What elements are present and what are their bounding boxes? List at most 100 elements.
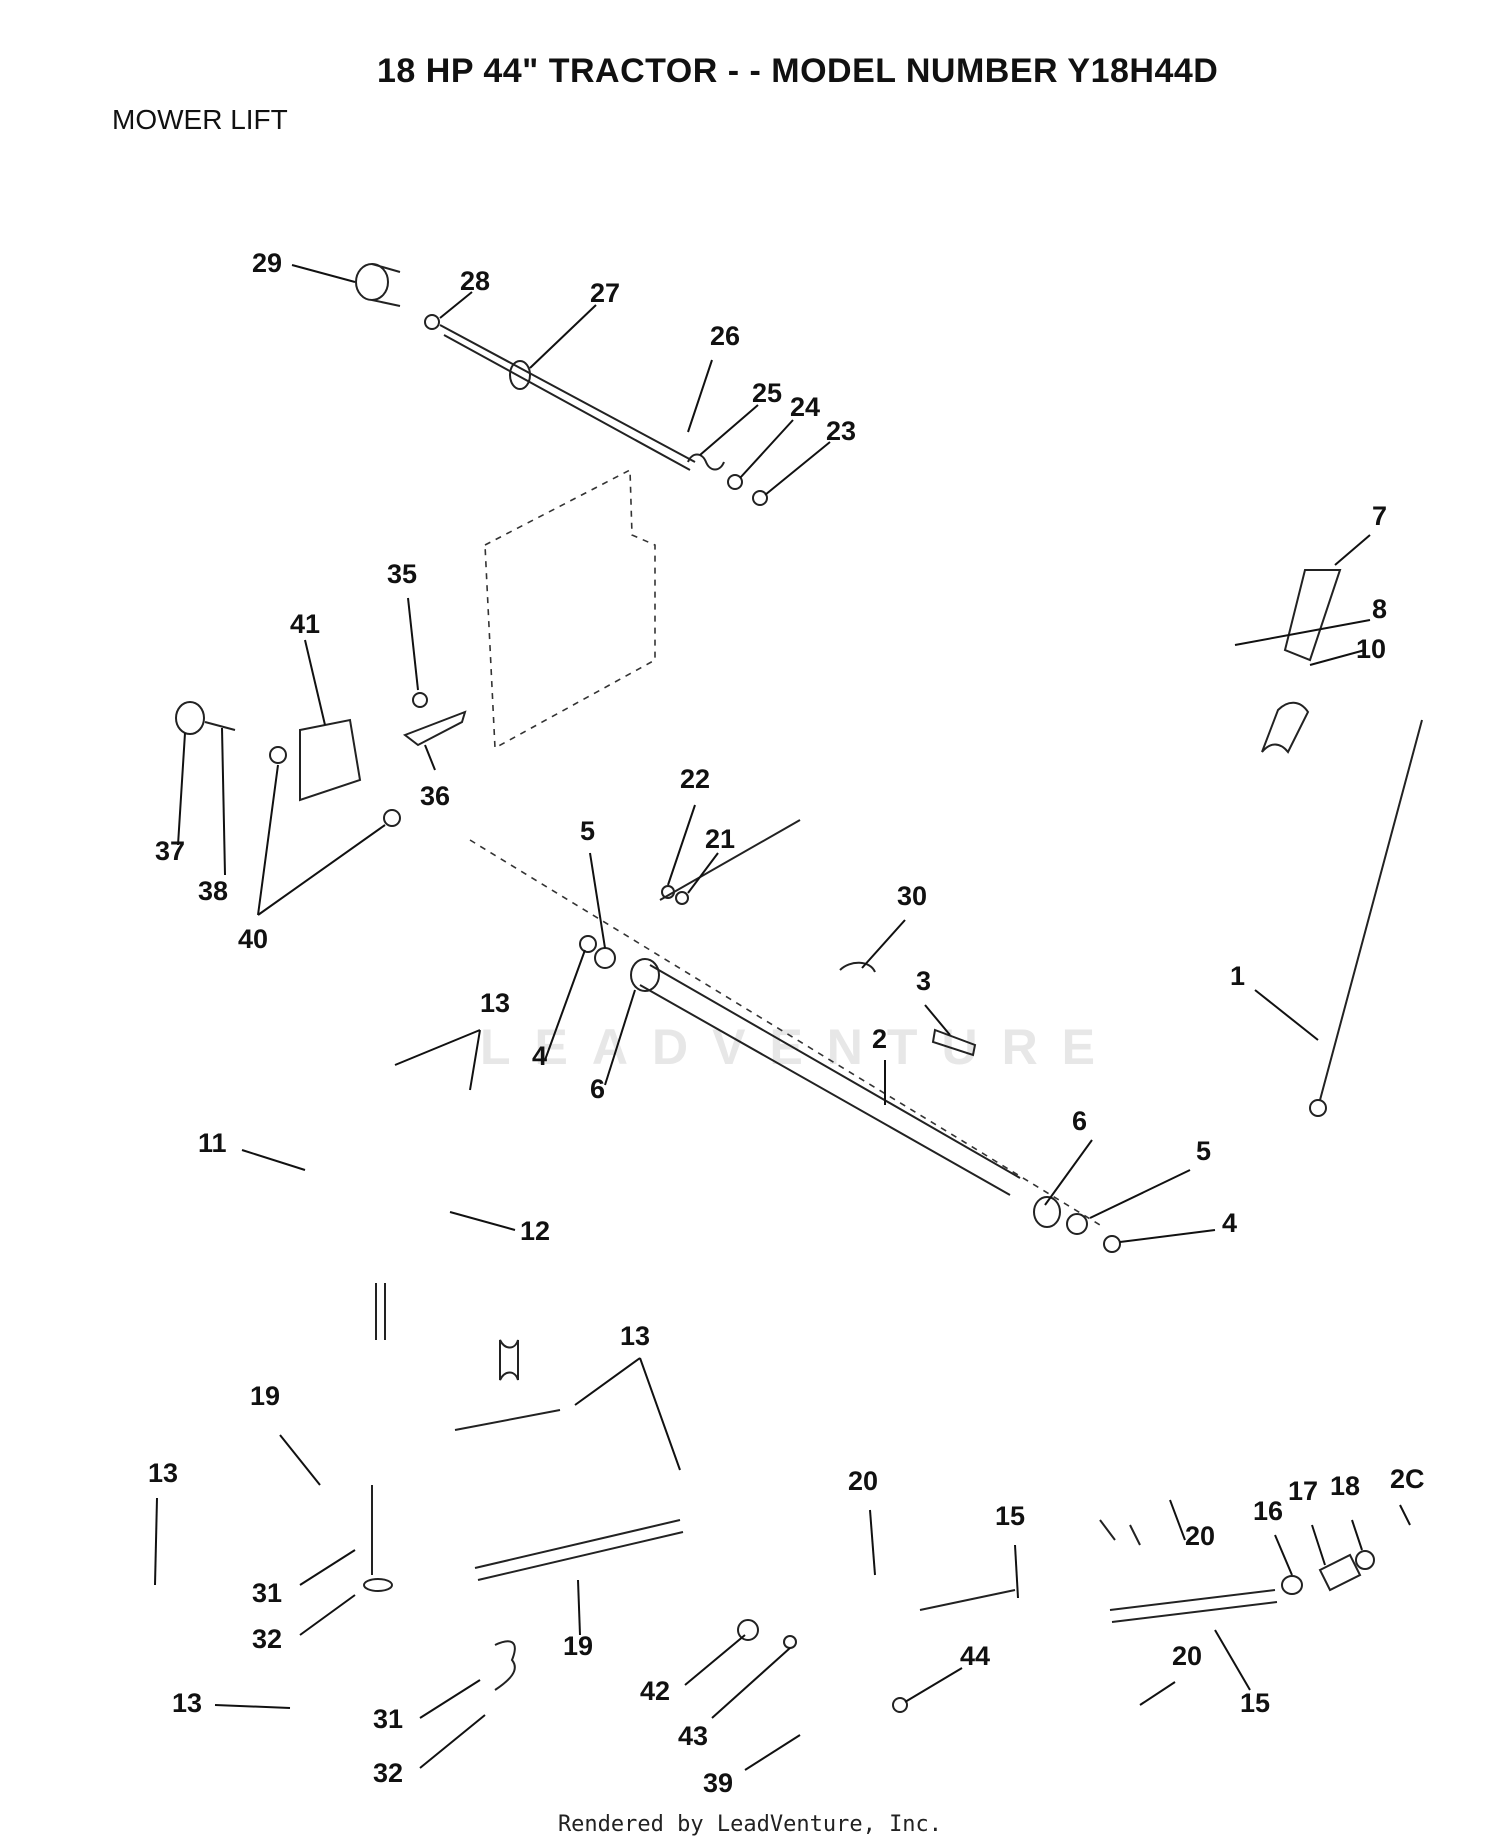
callout-20-d: 20	[1172, 1641, 1202, 1671]
callout-30: 30	[897, 881, 927, 911]
leader-31a	[299, 1549, 356, 1586]
leader-4a	[544, 949, 586, 1061]
leader-10	[1309, 649, 1366, 666]
callout-4-left: 4	[532, 1041, 547, 1071]
callout-42: 42	[640, 1676, 670, 1706]
callout-26: 26	[710, 321, 740, 351]
callout-20-a: 20	[848, 1466, 878, 1496]
callout-25: 25	[752, 378, 782, 408]
callout-13-bottom: 13	[172, 1688, 202, 1718]
leader-19b	[577, 1579, 581, 1636]
leader-36	[424, 744, 436, 771]
callout-31-upper: 31	[252, 1578, 282, 1608]
leader-13b	[574, 1357, 681, 1471]
spring-10	[1261, 701, 1310, 754]
clip-4-left	[579, 935, 597, 953]
leader-6a	[604, 989, 636, 1086]
screw-35	[412, 692, 428, 708]
lift-shaft-2	[639, 964, 1021, 1196]
frame-panel-outline	[484, 468, 656, 750]
callout-15-lower: 15	[1240, 1688, 1270, 1718]
leader-42	[684, 1634, 746, 1686]
callout-38: 38	[198, 876, 228, 906]
leader-16	[1274, 1534, 1293, 1576]
parts-artwork	[175, 263, 1423, 1713]
spring-31-lower	[494, 1640, 516, 1691]
callout-22: 22	[680, 764, 710, 794]
callout-10: 10	[1356, 634, 1386, 664]
leader-22	[667, 804, 696, 886]
nut-42	[737, 1619, 759, 1641]
leader-32b	[419, 1714, 486, 1769]
callout-6-left: 6	[590, 1074, 605, 1104]
leader-lines	[154, 264, 1411, 1771]
clip-4-right	[1103, 1235, 1121, 1253]
leader-17	[1311, 1524, 1326, 1566]
pin-20-upper	[1099, 1519, 1141, 1546]
lift-rod-27	[439, 324, 696, 471]
leader-27	[529, 304, 597, 369]
leader-32a	[299, 1594, 356, 1636]
callout-24: 24	[790, 392, 820, 422]
knob-37	[175, 701, 205, 735]
nut-23	[752, 490, 768, 506]
washer-24	[727, 474, 743, 490]
leader-24	[739, 419, 794, 479]
link-15-upper	[919, 1589, 1016, 1611]
bracket-17	[1318, 1553, 1362, 1592]
callout-13-left: 13	[148, 1458, 178, 1488]
leader-26	[687, 359, 713, 433]
leader-21	[687, 852, 719, 894]
leader-3	[924, 1004, 951, 1036]
leader-44	[904, 1667, 963, 1703]
leader-39	[744, 1734, 801, 1771]
washer-5-left	[594, 947, 616, 969]
callout-8: 8	[1372, 594, 1387, 624]
leader-5b	[1089, 1169, 1191, 1219]
lift-rod-1	[1319, 719, 1423, 1101]
leader-25	[699, 404, 759, 456]
rod-collar	[509, 360, 531, 390]
callout-7: 7	[1372, 501, 1387, 531]
watermark-text: LEADVENTURE	[480, 1019, 1120, 1075]
leader-1	[1254, 989, 1319, 1041]
leader-13a	[394, 1029, 481, 1091]
leader-30	[861, 919, 906, 969]
leader-20d	[1139, 1681, 1176, 1706]
key-3	[931, 1028, 977, 1057]
leader-6b	[1044, 1139, 1093, 1206]
leader-4b	[1119, 1229, 1216, 1243]
clip-28	[424, 314, 440, 330]
leader-37	[177, 732, 186, 846]
spring-25	[687, 453, 725, 471]
callout-2: 2	[872, 1024, 887, 1054]
knob-29	[355, 263, 389, 301]
callout-4-right: 4	[1222, 1208, 1237, 1238]
bushing-6-right	[1033, 1196, 1061, 1228]
callout-18: 18	[1330, 1471, 1360, 1501]
bushing-6-left	[630, 958, 660, 992]
link-19-upper	[454, 1409, 561, 1431]
leader-7	[1334, 534, 1371, 566]
callout-20-b: 20	[1185, 1521, 1215, 1551]
callout-36: 36	[420, 781, 450, 811]
clip-22	[661, 885, 675, 899]
leader-5a	[589, 852, 606, 949]
callout-6-right: 6	[1072, 1106, 1087, 1136]
grip-7	[1283, 569, 1342, 662]
leader-41	[304, 639, 326, 726]
callout-44: 44	[960, 1641, 990, 1671]
leader-43	[711, 1647, 791, 1719]
page-title: 18 HP 44" TRACTOR - - MODEL NUMBER Y18H4…	[377, 52, 1219, 90]
leader-23	[764, 441, 831, 496]
leader-12	[449, 1211, 516, 1231]
shaft-38	[204, 721, 236, 731]
rod-end-1	[1309, 1099, 1327, 1117]
leader-15b	[1214, 1629, 1251, 1691]
leader-20b	[1169, 1499, 1186, 1541]
leader-13d	[214, 1704, 291, 1709]
leader-20c	[1399, 1504, 1411, 1526]
leader-35	[407, 597, 419, 691]
washer-5-right	[1066, 1213, 1088, 1235]
